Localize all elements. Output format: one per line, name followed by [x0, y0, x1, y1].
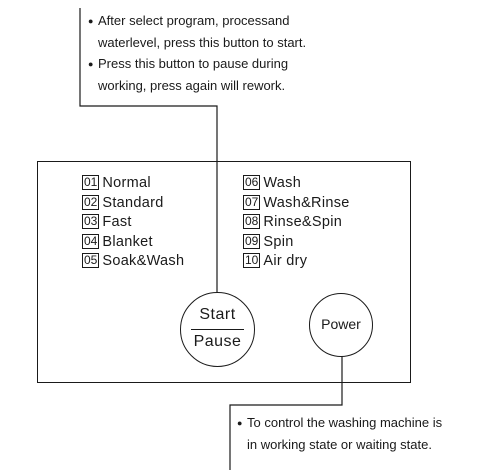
program-number: 08 [243, 214, 261, 229]
program-name: Fast [102, 214, 132, 230]
program-name: Wash [263, 175, 302, 191]
program-number: 01 [82, 175, 100, 190]
program-number: 04 [82, 233, 100, 249]
note-line: in working state or waiting state. [247, 437, 432, 452]
note-line: waterlevel, press this button to start. [98, 35, 307, 50]
note-line: ●Press this button to pause during [88, 53, 388, 75]
program-name: Blanket [102, 233, 153, 250]
program-number: 09 [243, 233, 261, 249]
program-number: 07 [243, 194, 261, 210]
start-leader-line [79, 8, 218, 292]
note-line: ●To control the washing machine is [237, 412, 482, 434]
program-name: Wash&Rinse [263, 194, 350, 211]
label-divider [191, 329, 244, 330]
program-name: Normal [102, 175, 151, 191]
note-line: ●After select program, processand [88, 10, 388, 32]
program-number: 06 [243, 175, 261, 190]
bullet-icon: ● [88, 16, 94, 26]
program-number: 05 [82, 253, 100, 268]
program-number: 02 [82, 194, 100, 210]
power-button-note: ●To control the washing machine is in wo… [237, 412, 482, 455]
pause-label: Pause [193, 333, 242, 350]
bullet-icon: ● [237, 418, 243, 428]
program-name: Air dry [263, 253, 308, 269]
program-name: Spin [263, 233, 294, 250]
program-name: Soak&Wash [102, 253, 185, 269]
program-number: 03 [82, 214, 100, 229]
start-pause-button[interactable]: Start Pause [180, 292, 255, 367]
power-button[interactable]: Power [309, 293, 373, 357]
start-button-note: ●After select program, processand waterl… [88, 10, 388, 96]
start-label: Start [199, 306, 236, 323]
power-leader-line [229, 355, 343, 470]
program-name: Rinse&Spin [263, 214, 343, 230]
power-label: Power [321, 316, 361, 332]
bullet-icon: ● [88, 59, 94, 69]
program-name: Standard [102, 194, 164, 211]
program-number: 10 [243, 253, 261, 268]
note-line: working, press again will rework. [98, 78, 286, 93]
